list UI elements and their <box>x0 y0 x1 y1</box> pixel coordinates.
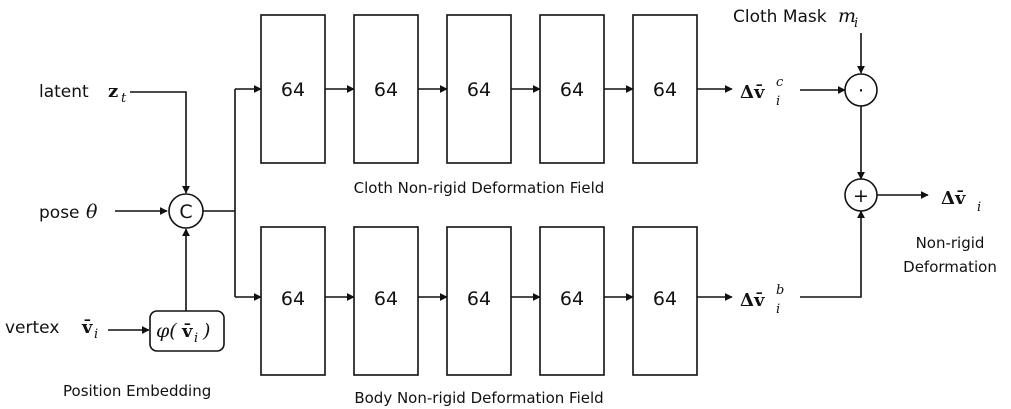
pose-label: pose <box>39 203 80 223</box>
cloth-mask-symbol: m <box>838 5 856 27</box>
multiply-symbol: · <box>858 80 864 102</box>
embedding-box <box>149 310 225 352</box>
final-output: Δv̄ i <box>941 188 981 215</box>
body-layer-3 <box>446 226 512 376</box>
embedding-arg: v̄ <box>181 321 193 342</box>
vertex-label: vertex <box>5 318 59 338</box>
latent-symbol: z <box>108 81 118 102</box>
output-caption-line1: Non-rigid <box>916 234 985 252</box>
output-caption-line2: Deformation <box>903 258 997 276</box>
vertex-subscript: i <box>94 327 98 342</box>
body-layer-4-label: 64 <box>560 288 584 310</box>
body-layer-4 <box>539 226 605 376</box>
body-branch: 64 64 64 64 64 <box>260 226 733 376</box>
body-output-sub: i <box>776 302 780 317</box>
body-layer-2-label: 64 <box>374 288 398 310</box>
branch-split <box>203 85 262 301</box>
concat-node: C <box>168 193 204 229</box>
cloth-layer-5-label: 64 <box>653 79 677 101</box>
body-output-sup: b <box>776 283 784 298</box>
cloth-output-sub: i <box>776 94 780 109</box>
multiply-node: · <box>844 73 878 107</box>
body-layer-5 <box>632 226 698 376</box>
input-connectors <box>108 91 190 334</box>
body-to-add-arrow <box>800 210 865 298</box>
cloth-layer-1-label: 64 <box>281 79 305 101</box>
embedding-arg-sub: i <box>194 331 198 346</box>
embedding-func: φ( <box>156 320 177 342</box>
cloth-branch: 64 64 64 64 64 <box>260 14 733 164</box>
cloth-mask-sub: i <box>854 16 858 31</box>
cloth-mask-label: Cloth Mask <box>733 7 827 27</box>
cloth-output-sup: c <box>776 75 784 90</box>
position-embedding-block: φ( v̄ i ) <box>149 310 225 352</box>
cloth-layer-4-label: 64 <box>560 79 584 101</box>
vertex-input: vertex v̄ i <box>5 317 98 342</box>
cloth-output: Δv̄ c i <box>740 75 784 109</box>
body-layer-3-label: 64 <box>467 288 491 310</box>
body-layer-1 <box>260 226 326 376</box>
body-branch-caption: Body Non-rigid Deformation Field <box>354 389 603 407</box>
latent-input: latent z t <box>39 81 127 106</box>
body-output-symbol: Δv̄ <box>740 290 765 311</box>
cloth-output-symbol: Δv̄ <box>740 82 765 103</box>
vertex-symbol: v̄ <box>81 317 93 338</box>
embedding-close: ) <box>202 320 210 342</box>
final-output-sub: i <box>977 200 981 215</box>
final-output-symbol: Δv̄ <box>941 188 966 209</box>
body-layer-5-label: 64 <box>653 288 677 310</box>
cloth-branch-caption: Cloth Non-rigid Deformation Field <box>354 179 605 197</box>
add-node: + <box>844 178 878 212</box>
cloth-mask: Cloth Mask m i <box>733 5 865 74</box>
cloth-layer-2-label: 64 <box>374 79 398 101</box>
cloth-layer-3-label: 64 <box>467 79 491 101</box>
latent-arrow <box>130 91 190 194</box>
latent-label: latent <box>39 82 89 102</box>
cloth-layer-3 <box>446 14 512 164</box>
body-layer-2 <box>353 226 419 376</box>
latent-subscript: t <box>121 91 127 106</box>
pose-symbol: θ <box>86 201 98 223</box>
concat-label: C <box>179 201 192 223</box>
pose-input: pose θ <box>39 201 98 223</box>
body-output: Δv̄ b i <box>740 283 784 317</box>
body-layer-1-label: 64 <box>281 288 305 310</box>
position-embedding-caption: Position Embedding <box>63 382 211 400</box>
add-symbol: + <box>853 185 869 207</box>
